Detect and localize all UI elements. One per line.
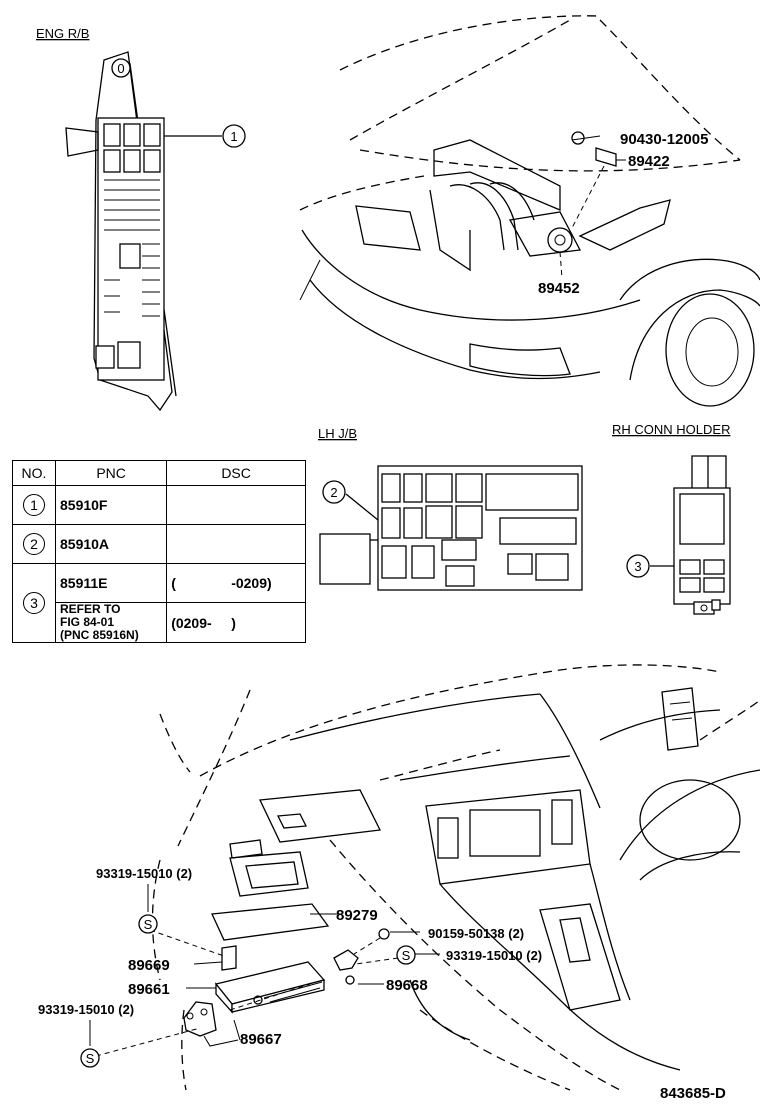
ecu-assembly xyxy=(89,884,440,1057)
eng-rb-header: ENG R/B xyxy=(36,26,89,41)
fuse-0-callout xyxy=(111,58,131,78)
part-89452: 89452 xyxy=(538,280,580,297)
pnc-cell: 85910A xyxy=(54,524,168,564)
callout-3-label: 3 xyxy=(634,559,641,574)
dsc-cell xyxy=(166,485,306,525)
dashboard-interior-drawing xyxy=(151,664,760,1091)
col-dsc-header: DSC xyxy=(166,460,306,486)
part-89422: 89422 xyxy=(628,153,670,170)
row-number-circle: 3 xyxy=(23,592,45,614)
bolt-icon: S xyxy=(396,945,416,965)
dsc-cell: (-0209) xyxy=(166,563,306,603)
table-row: 1 85910F xyxy=(12,485,306,525)
callout-1-label: 1 xyxy=(230,129,237,144)
part-89668: 89668 xyxy=(386,977,428,994)
engine-compartment-drawing xyxy=(299,15,760,407)
part-90430-12005: 90430-12005 xyxy=(620,131,708,148)
part-93319-15010-a: 93319-15010 (2) xyxy=(96,866,192,881)
callout-1 xyxy=(222,124,246,148)
part-90159-50138: 90159-50138 (2) xyxy=(428,926,524,941)
table-row: 2 85910A xyxy=(12,524,306,564)
pnc-table: NO. PNC DSC 1 85910F 2 85910A 3 85911E (… xyxy=(12,460,306,643)
bolt-icon: S xyxy=(138,914,158,934)
engine-relay-block xyxy=(65,51,222,412)
part-93319-15010-c: 93319-15010 (2) xyxy=(38,1002,134,1017)
part-89661: 89661 xyxy=(128,981,170,998)
figure-code: 843685-D xyxy=(660,1085,726,1102)
part-93319-15010-b: 93319-15010 (2) xyxy=(446,948,542,963)
row-number-circle: 2 xyxy=(23,533,45,555)
rh-conn-holder-header: RH CONN HOLDER xyxy=(612,422,730,437)
rh-connector-holder xyxy=(650,455,731,615)
dsc-cell xyxy=(166,524,306,564)
lh-junction-block xyxy=(319,465,583,591)
callout-3 xyxy=(626,554,650,578)
callout-2 xyxy=(322,480,346,504)
callout-2-label: 2 xyxy=(330,485,337,500)
row-number-circle: 1 xyxy=(23,494,45,516)
bolt-icon: S xyxy=(80,1048,100,1068)
col-pnc-header: PNC xyxy=(54,460,168,486)
part-89279: 89279 xyxy=(336,907,378,924)
svg-text:S: S xyxy=(86,1051,95,1066)
dsc-cell: (0209-) xyxy=(166,602,306,643)
pnc-cell: 85911E xyxy=(54,563,168,603)
table-row: 3 85911E (-0209) xyxy=(12,563,306,643)
svg-text:S: S xyxy=(144,917,153,932)
part-89669: 89669 xyxy=(128,957,170,974)
table-row: REFER TO FIG 84-01 (PNC 85916N) (0209-) xyxy=(13,602,306,643)
pnc-reference-cell: REFER TO FIG 84-01 (PNC 85916N) xyxy=(54,602,168,643)
col-no-header: NO. xyxy=(12,460,56,486)
svg-text:0: 0 xyxy=(117,61,124,76)
pnc-cell: 85910F xyxy=(54,485,168,525)
part-89667: 89667 xyxy=(240,1031,282,1048)
svg-text:S: S xyxy=(402,948,411,963)
table-header-row: NO. PNC DSC xyxy=(12,460,306,486)
lh-jb-header: LH J/B xyxy=(318,426,357,441)
